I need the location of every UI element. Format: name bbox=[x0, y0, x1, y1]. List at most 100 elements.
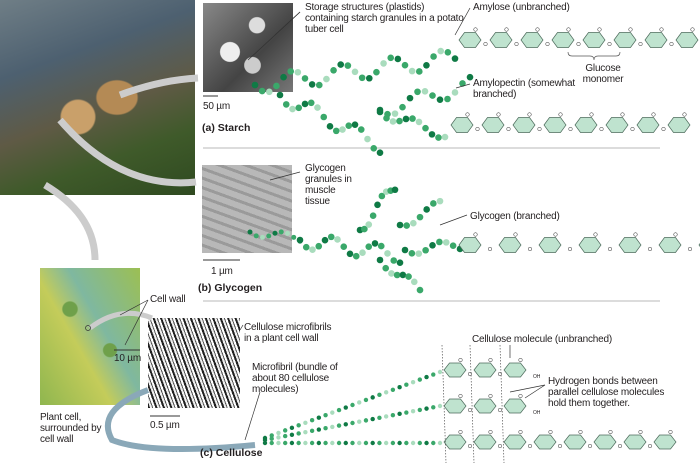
glucose-bead bbox=[380, 60, 387, 67]
glucose-bead bbox=[309, 428, 315, 434]
glucose-bead bbox=[365, 243, 373, 250]
cellulose-micrograph bbox=[148, 318, 240, 408]
leader-line bbox=[455, 83, 471, 89]
ring-oxygen bbox=[668, 429, 673, 435]
ring-oxygen bbox=[458, 357, 463, 363]
glucose-bead bbox=[430, 53, 437, 60]
glucose-bead bbox=[377, 242, 385, 250]
glucose-bead bbox=[350, 402, 355, 408]
glucose-bead bbox=[251, 81, 259, 89]
leader-line bbox=[244, 391, 261, 441]
glycosidic-oxygen bbox=[467, 443, 473, 449]
cellulose-micrograph-label: Cellulose microfibrils in a plant cell w… bbox=[244, 322, 332, 344]
oh-label: OH bbox=[533, 374, 541, 380]
ring-oxygen bbox=[496, 112, 501, 117]
glucose-ring bbox=[443, 362, 467, 378]
ring-oxygen bbox=[504, 27, 509, 32]
ring-oxygen bbox=[628, 27, 633, 32]
glucose-bead bbox=[291, 234, 297, 240]
ring-oxygen bbox=[458, 393, 463, 399]
glycosidic-oxygen bbox=[514, 41, 519, 47]
ring-oxygen bbox=[682, 112, 687, 117]
glucose-ring bbox=[520, 32, 544, 48]
glucose-bead bbox=[334, 236, 341, 243]
glucose-bead bbox=[361, 225, 368, 233]
glucose-bead bbox=[345, 122, 353, 130]
starch-caption: (a) Starch bbox=[202, 122, 251, 134]
ring-oxygen bbox=[690, 27, 695, 32]
glucose-bead bbox=[364, 135, 371, 143]
cell-wall-label: Cell wall bbox=[150, 294, 186, 305]
glucose-bead bbox=[396, 259, 404, 267]
glucose-bead bbox=[314, 104, 321, 111]
glucose-bead bbox=[296, 431, 301, 436]
glucose-bead bbox=[289, 432, 295, 437]
arrow-to-cellulose bbox=[88, 310, 153, 331]
glucose-bead bbox=[436, 238, 443, 246]
glucose-bead bbox=[316, 415, 322, 420]
glycosidic-oxygen bbox=[607, 246, 613, 252]
glucose-bead bbox=[307, 99, 315, 107]
glucose-bead bbox=[343, 440, 348, 446]
glucose-bead bbox=[282, 428, 288, 433]
amylose-label: Amylose (unbranched) bbox=[473, 2, 570, 13]
ring-oxygen bbox=[578, 429, 583, 435]
glucose-ring bbox=[578, 237, 602, 253]
glucose-bead bbox=[276, 435, 281, 440]
glucose-bead bbox=[265, 88, 273, 96]
glucose-bead bbox=[417, 440, 423, 446]
glucose-bead bbox=[253, 233, 259, 239]
glucose-ring bbox=[644, 32, 668, 48]
glucose-bead bbox=[323, 426, 328, 431]
glucose-ring bbox=[636, 117, 660, 133]
glucose-bead bbox=[294, 68, 302, 76]
arrow-to-glycogen bbox=[57, 117, 197, 187]
ring-oxygen bbox=[553, 232, 558, 237]
glucose-bead bbox=[357, 419, 362, 424]
glucose-bead bbox=[308, 81, 316, 88]
glycosidic-oxygen bbox=[630, 126, 635, 132]
glucose-bead bbox=[401, 61, 409, 69]
glucose-bead bbox=[370, 395, 375, 400]
leader-line bbox=[239, 324, 244, 331]
glycosidic-oxygen bbox=[607, 41, 612, 47]
glucose-bead bbox=[340, 243, 348, 250]
ring-oxygen bbox=[589, 112, 594, 117]
glucose-bead bbox=[404, 440, 409, 446]
glucose-bead bbox=[466, 73, 474, 81]
plant-cell-image bbox=[40, 268, 140, 405]
glucose-ring bbox=[593, 434, 617, 450]
glycosidic-oxygen bbox=[557, 443, 563, 449]
glucose-bead bbox=[390, 412, 396, 418]
glucose-ring bbox=[653, 434, 677, 450]
leader-line bbox=[439, 214, 468, 226]
glucose-bead bbox=[269, 436, 274, 441]
glycosidic-oxygen bbox=[687, 246, 693, 252]
leader-line bbox=[247, 11, 301, 61]
hydrogen-bonds-label: Hydrogen bonds between parallel cellulos… bbox=[548, 376, 665, 409]
glucose-bead bbox=[315, 81, 323, 89]
glucose-bead bbox=[289, 440, 295, 446]
glucose-bead bbox=[390, 440, 396, 446]
glucose-bead bbox=[415, 68, 423, 75]
amylopectin-label: Amylopectin (somewhat branched) bbox=[473, 78, 575, 100]
ring-oxygen bbox=[488, 357, 493, 363]
glucose-bead bbox=[276, 430, 281, 436]
glucose-bead bbox=[437, 369, 443, 375]
glucose-bead bbox=[397, 440, 402, 446]
ring-oxygen bbox=[620, 112, 625, 117]
arrow-to-starch bbox=[118, 74, 199, 99]
glucose-bead bbox=[403, 222, 410, 229]
ring-oxygen bbox=[488, 393, 493, 399]
glycosidic-oxygen bbox=[497, 443, 503, 449]
glucose-bead bbox=[422, 246, 429, 254]
ring-oxygen bbox=[633, 232, 638, 237]
glycosidic-oxygen bbox=[661, 126, 666, 132]
glucose-bead bbox=[273, 82, 280, 90]
glucose-ring bbox=[618, 237, 642, 253]
glucose-bead bbox=[280, 73, 287, 81]
glucose-bead bbox=[388, 270, 395, 277]
glucose-bead bbox=[431, 440, 436, 446]
ring-oxygen bbox=[513, 232, 518, 237]
